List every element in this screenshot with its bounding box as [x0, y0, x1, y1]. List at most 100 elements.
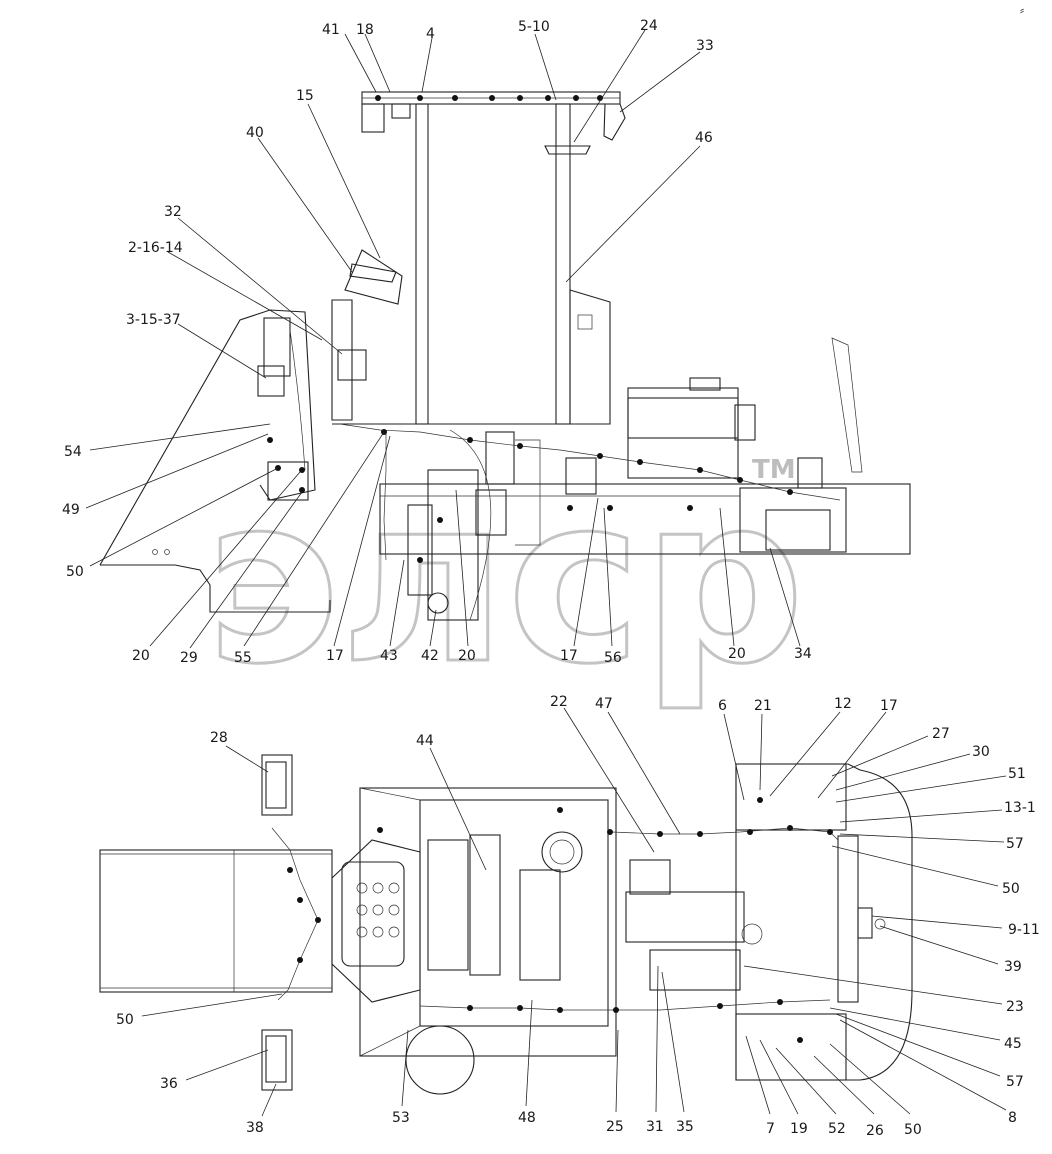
- callout-57-a: 57: [839, 833, 1024, 852]
- svg-text:38: 38: [246, 1120, 264, 1136]
- svg-text:13-1: 13-1: [1004, 800, 1036, 816]
- svg-text:6: 6: [718, 698, 727, 714]
- svg-text:47: 47: [595, 696, 613, 712]
- svg-text:42: 42: [421, 648, 439, 664]
- svg-text:20: 20: [458, 648, 476, 664]
- svg-text:4: 4: [426, 26, 435, 42]
- callout-26: 26: [813, 1055, 884, 1139]
- callout-39: 39: [879, 925, 1022, 975]
- svg-text:32: 32: [164, 204, 182, 220]
- svg-text:30: 30: [972, 744, 990, 760]
- svg-text:29: 29: [180, 650, 198, 666]
- svg-text:28: 28: [210, 730, 228, 746]
- svg-text:57: 57: [1006, 1074, 1024, 1090]
- callout-46: 46: [565, 130, 713, 283]
- svg-text:9-11: 9-11: [1008, 922, 1040, 938]
- svg-text:35: 35: [676, 1119, 694, 1135]
- callout-42: 42: [421, 609, 439, 664]
- svg-text:25: 25: [606, 1119, 624, 1135]
- svg-text:8: 8: [1008, 1110, 1017, 1126]
- svg-text:48: 48: [518, 1110, 536, 1126]
- callout-50-d: 50: [829, 1043, 922, 1138]
- callout-40: 40: [246, 125, 353, 273]
- callout-43: 43: [380, 559, 405, 664]
- callout-17-a: 17: [326, 435, 391, 664]
- callout-28: 28: [210, 730, 269, 773]
- svg-text:17: 17: [880, 698, 898, 714]
- callout-35: 35: [661, 971, 694, 1135]
- svg-text:46: 46: [695, 130, 713, 146]
- callout-29: 29: [180, 491, 303, 666]
- callout-27: 27: [831, 726, 950, 777]
- svg-text:56: 56: [604, 650, 622, 666]
- callout-54: 54: [64, 423, 271, 460]
- callout-57-b: 57: [835, 1013, 1024, 1090]
- svg-text:20: 20: [728, 646, 746, 662]
- callout-52: 52: [775, 1047, 846, 1137]
- harness-connector-nodes: [267, 95, 833, 1043]
- svg-text:20: 20: [132, 648, 150, 664]
- svg-text:36: 36: [160, 1076, 178, 1092]
- svg-text:54: 54: [64, 444, 82, 460]
- callout-48: 48: [518, 999, 536, 1126]
- callout-24: 24: [573, 18, 658, 143]
- callout-38: 38: [246, 1083, 277, 1136]
- callout-55: 55: [234, 431, 385, 666]
- watermark-tm: TM: [752, 455, 796, 485]
- callout-21: 21: [754, 698, 772, 791]
- callout-32: 32: [164, 204, 343, 355]
- svg-text:50: 50: [116, 1012, 134, 1028]
- svg-text:53: 53: [392, 1110, 410, 1126]
- svg-text:41: 41: [322, 22, 340, 38]
- svg-text:15: 15: [296, 88, 314, 104]
- svg-text:34: 34: [794, 646, 812, 662]
- callout-41: 41: [322, 22, 377, 93]
- svg-text:50: 50: [904, 1122, 922, 1138]
- callout-20-a: 20: [132, 471, 301, 664]
- svg-text:2-16-14: 2-16-14: [128, 240, 183, 256]
- operator-seat-circles: [356, 882, 400, 938]
- callout-25: 25: [606, 1029, 624, 1135]
- side-view-drawing: [99, 91, 911, 621]
- svg-text:3-15-37: 3-15-37: [126, 312, 181, 328]
- callout-7: 7: [745, 1035, 775, 1137]
- callout-17-c: 17: [817, 698, 898, 799]
- callout-13-1: 13-1: [839, 800, 1036, 823]
- svg-text:19: 19: [790, 1121, 808, 1137]
- callout-12: 12: [769, 696, 852, 797]
- svg-text:27: 27: [932, 726, 950, 742]
- svg-text:5-10: 5-10: [518, 19, 550, 35]
- callout-15: 15: [296, 88, 381, 259]
- callout-19: 19: [759, 1039, 808, 1137]
- svg-text:57: 57: [1006, 836, 1024, 852]
- svg-text:12: 12: [834, 696, 852, 712]
- callout-50-b: 50: [831, 845, 1020, 897]
- callout-9-11: 9-11: [871, 915, 1040, 938]
- callout-22: 22: [550, 694, 655, 853]
- watermark: элср TM: [204, 447, 807, 717]
- callout-23: 23: [743, 965, 1024, 1015]
- callout-6: 6: [718, 698, 745, 801]
- callout-8: 8: [839, 1019, 1017, 1126]
- callout-36: 36: [160, 1049, 269, 1092]
- svg-text:45: 45: [1004, 1036, 1022, 1052]
- svg-text:50: 50: [66, 564, 84, 580]
- callout-49: 49: [62, 433, 269, 518]
- watermark-text: элср: [205, 448, 805, 715]
- svg-text:43: 43: [380, 648, 398, 664]
- top-view-callouts: 28 44 22 47 6 21 12 17 27 30 51 13-1 57 …: [116, 694, 1040, 1139]
- svg-text:24: 24: [640, 18, 658, 34]
- callout-31: 31: [646, 965, 664, 1135]
- callout-51: 51: [835, 766, 1026, 803]
- callout-44: 44: [416, 733, 487, 871]
- callout-20-b: 20: [455, 489, 476, 664]
- callout-56: 56: [603, 507, 622, 666]
- callout-30: 30: [835, 744, 990, 791]
- callout-53: 53: [392, 1029, 410, 1126]
- svg-text:7: 7: [766, 1121, 775, 1137]
- svg-text:33: 33: [696, 38, 714, 54]
- callout-33: 33: [619, 38, 714, 113]
- svg-text:50: 50: [1002, 881, 1020, 897]
- callout-47: 47: [595, 696, 681, 835]
